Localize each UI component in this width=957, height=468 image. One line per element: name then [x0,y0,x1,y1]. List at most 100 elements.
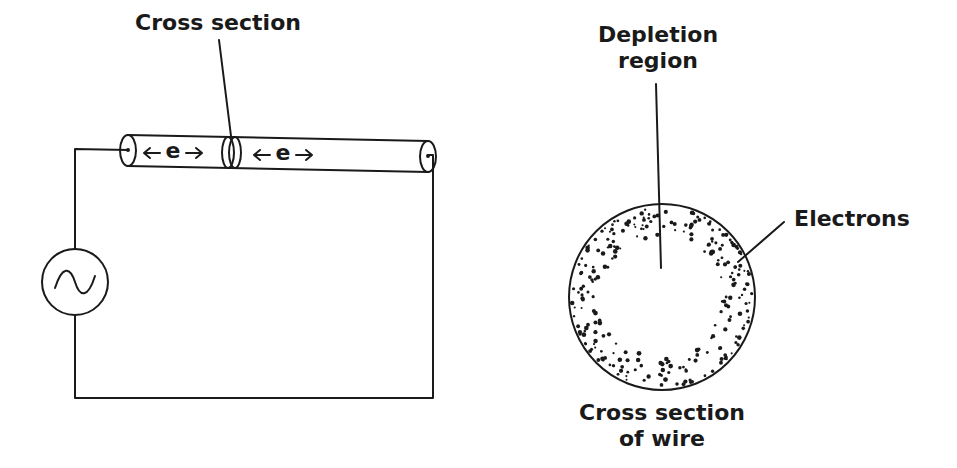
electron-dot [689,237,693,241]
electron-dot [607,246,609,248]
electron-dot [658,361,662,365]
electron-dot [664,357,669,362]
electron-dot [602,334,606,338]
electron-dot [727,318,731,322]
electron-dot [609,364,612,367]
cross-section-slice [229,137,241,168]
electron-dot [603,265,608,270]
electron-dot [725,356,728,359]
electron-dot [636,358,641,363]
electron-dot [642,218,646,222]
electron-dot [707,222,710,225]
electron-dot [747,270,750,273]
callout-label: Depletion region [588,22,728,75]
electron-dot [619,247,621,249]
electron-dot [743,270,745,272]
electron-dot [729,275,732,278]
electron-dot [714,241,717,244]
electron-dot [646,374,650,378]
electron-dot [643,379,646,382]
electron-dot [694,359,698,363]
electron-dot [580,293,583,296]
electron-dot [719,310,722,313]
electron-dot [717,259,720,262]
electron-dot [718,247,722,251]
electron-dot [704,374,707,377]
caption-label: Cross section of wire [577,400,747,453]
electron-dot [689,232,693,236]
electron-dot [645,225,649,229]
electron-dot [724,303,728,307]
electron-dot [746,309,750,313]
electron-dot [584,342,587,345]
electron-dot [682,382,686,386]
electron-dot [625,375,627,377]
electron-dot [690,212,692,214]
electron-dot [584,343,587,346]
electron-dot [698,218,702,222]
electron-dot [711,370,714,373]
electron-dot [604,227,606,229]
electron-dot [594,346,596,348]
electron-dot [576,324,580,328]
electron-dot [724,233,728,237]
electron-dot [617,373,620,376]
electron-dot [648,213,651,216]
electron-dot [593,311,598,316]
electron-dot [655,233,659,237]
electron-dot [675,382,679,386]
electron-dot [738,250,742,254]
electron-dot [613,254,617,258]
electron-dot [600,350,603,353]
electron-dot [718,228,721,231]
electron-dot [731,352,733,354]
electron-dot [716,262,720,266]
electron-dot [626,358,630,362]
electron-dot [707,243,711,247]
electron-dot [731,283,736,288]
electron-dot [596,358,600,362]
electron-dot [640,227,643,230]
electron-dot [738,311,743,316]
electron-dot [621,229,625,233]
electron-dot [601,251,606,256]
electron-dot [695,348,700,353]
electron-dot [580,271,584,275]
wire-tube [128,166,428,172]
electron-dot [581,298,585,302]
electron-dot [610,228,614,232]
electron-dot [612,240,616,244]
electron-dot [578,263,581,266]
electron-dot [711,228,714,231]
electron-dot [612,364,615,367]
electron-dot [743,324,745,326]
electron-dot [723,262,727,266]
electron-dot [613,249,618,254]
electron-dot [644,208,646,210]
electron-dot [639,211,643,215]
electron-dot [751,293,753,295]
electron-dot [710,250,715,255]
electron-dot [633,223,635,225]
electron-dot [745,282,749,286]
electron-dot [613,245,616,248]
electron-dot [738,264,742,268]
electron-dot [578,330,582,334]
electron-dot [591,280,594,283]
electron-dot [613,220,615,222]
electron-dot [607,332,611,336]
electron-dot [711,334,715,338]
electron-dot [689,226,693,230]
electron-dot [637,351,642,356]
electron-dot [609,231,611,233]
ac-source-symbol [42,249,108,315]
electron-dot [615,342,617,344]
electron-dot [724,356,727,359]
electron-dot [688,378,691,381]
electron-dots [570,208,753,386]
electron-dot [663,377,668,382]
electron-dot [695,353,699,357]
electron-dot [606,266,609,269]
electron-dot [725,296,728,299]
electron-dot [750,292,753,295]
